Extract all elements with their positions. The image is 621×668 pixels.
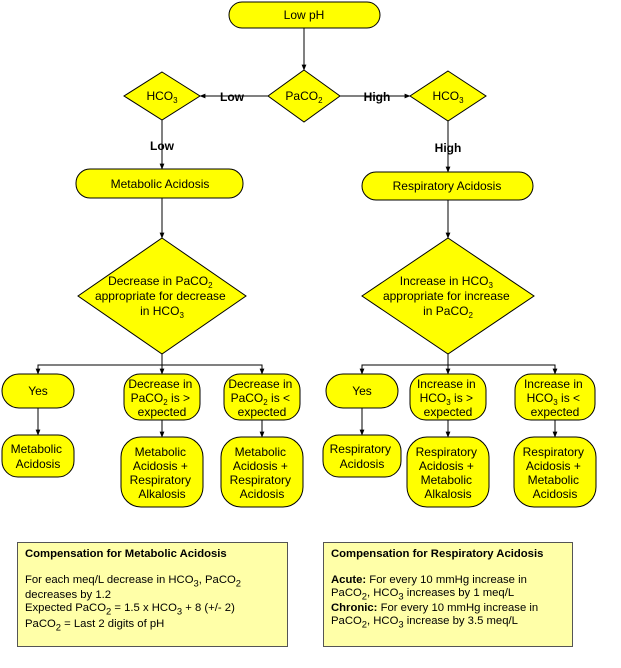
node-decrease-gt-expected: Decrease in PaCO2 is > expected [123, 373, 201, 421]
outcome-met-acid-resp-alk: Metabolic Acidosis + Respiratory Alkalos… [120, 436, 204, 508]
panel-respiratory-chronic-line1: Chronic: For every 10 mmHg increase in [331, 602, 539, 615]
outcome-resp-acid-met-acid: Respiratory Acidosis + Metabolic Acidosi… [513, 436, 597, 508]
outcome-met-acid-resp-acid: Metabolic Acidosis + Respiratory Acidosi… [220, 436, 304, 508]
node-decision-left: Decrease in PaCO2 appropriate for decrea… [77, 237, 247, 355]
node-increase-gt-expected: Increase in HCO3 is > expected [409, 373, 487, 421]
node-decrease-lt-label: Decrease in PaCO2 is < expected [228, 377, 295, 419]
node-paco2-diamond: PaCO2 [267, 69, 341, 123]
node-hco3-right-label: HCO3 [432, 89, 464, 105]
node-decrease-gt-label: Decrease in PaCO2 is > expected [128, 377, 195, 419]
outcome-metabolic-acidosis: Metabolic Acidosis [1, 434, 75, 478]
panel-metabolic-line1: For each meq/L decrease in HCO3, PaCO2 [25, 574, 241, 589]
panel-respiratory-acute-line2: PaCO2, HCO3 increases by 1 meq/L [331, 587, 515, 602]
node-hco3-left-label: HCO3 [146, 89, 178, 105]
panel-respiratory-acute-line1: Acute: For every 10 mmHg increase in [331, 574, 527, 586]
edge-label-low-down: Low [150, 139, 175, 153]
edge-label-low-left: Low [220, 90, 245, 104]
node-yes-right: Yes [325, 373, 399, 409]
outcome-resp-acid-met-acid-label: Respiratory Acidosis + Metabolic Acidosi… [523, 445, 588, 501]
panel-metabolic-line4: PaCO2 = Last 2 digits of pH [25, 617, 165, 632]
node-paco2-label: PaCO2 [285, 89, 323, 105]
node-increase-lt-label: Increase in HCO3 is < expected [524, 377, 586, 419]
outcome-met-acid-resp-acid-label: Metabolic Acidosis + Respiratory Acidosi… [230, 445, 295, 501]
node-hco3-right-diamond: HCO3 [409, 70, 487, 122]
panel-metabolic-line3: Expected PaCO2 = 1.5 x HCO3 + 8 (+/- 2) [25, 602, 235, 617]
edge-fan-yes-right [359, 354, 449, 375]
node-decision-right-label: Increase in HCO3 appropriate for increas… [383, 274, 513, 320]
acidosis-flowchart: Low High Low High Low pH PaCO2 HCO3 HCO3… [1, 1, 597, 508]
node-metabolic-acidosis: Metabolic Acidosis [75, 168, 244, 199]
node-respiratory-acidosis: Respiratory Acidosis [361, 171, 534, 201]
node-yes-left-label: Yes [28, 384, 48, 398]
node-decision-left-label: Decrease in PaCO2 appropriate for decrea… [95, 274, 229, 320]
node-decrease-lt-expected: Decrease in PaCO2 is < expected [223, 373, 301, 421]
edge-fan-inc-lt [448, 364, 558, 375]
outcome-met-acid-resp-alk-label: Metabolic Acidosis + Respiratory Alkalos… [130, 445, 195, 501]
outcome-resp-acid-met-alk-label: Respiratory Acidosis + Metabolic Alkalos… [416, 445, 481, 501]
node-hco3-left-diamond: HCO3 [123, 71, 201, 121]
panel-respiratory-chronic-line2: PaCO2, HCO3 increase by 3.5 meq/L [331, 615, 518, 630]
node-increase-lt-expected: Increase in HCO3 is < expected [514, 373, 596, 421]
node-low-ph: Low pH [228, 1, 381, 29]
outcome-resp-acid-met-alk: Respiratory Acidosis + Metabolic Alkalos… [406, 436, 490, 508]
outcome-respiratory-acidosis: Respiratory Acidosis [322, 434, 402, 478]
node-yes-right-label: Yes [352, 384, 372, 398]
panel-metabolic-compensation: Compensation for Metabolic Acidosis For … [17, 542, 288, 647]
edge-fan-yes-left [35, 354, 163, 375]
panel-metabolic-line2: decreases by 1.2 [25, 589, 112, 602]
panel-respiratory-compensation: Compensation for Respiratory Acidosis Ac… [323, 542, 573, 647]
node-decision-right: Increase in HCO3 appropriate for increas… [361, 237, 535, 355]
panel-metabolic-title: Compensation for Metabolic Acidosis [25, 548, 227, 560]
node-yes-left: Yes [1, 373, 75, 409]
outcome-metabolic-acidosis-label: Metabolic Acidosis [11, 442, 66, 471]
node-respiratory-acidosis-label: Respiratory Acidosis [393, 179, 502, 193]
node-low-ph-label: Low pH [284, 8, 325, 22]
node-increase-gt-label: Increase in HCO3 is > expected [417, 377, 479, 419]
edge-fan-dec-lt [162, 364, 265, 375]
edge-label-high-right: High [364, 90, 391, 104]
outcome-respiratory-acidosis-label: Respiratory Acidosis [330, 442, 395, 471]
panel-respiratory-title: Compensation for Respiratory Acidosis [331, 548, 544, 560]
node-metabolic-acidosis-label: Metabolic Acidosis [111, 177, 210, 191]
edge-label-high-down: High [435, 141, 462, 155]
edges [35, 28, 558, 438]
